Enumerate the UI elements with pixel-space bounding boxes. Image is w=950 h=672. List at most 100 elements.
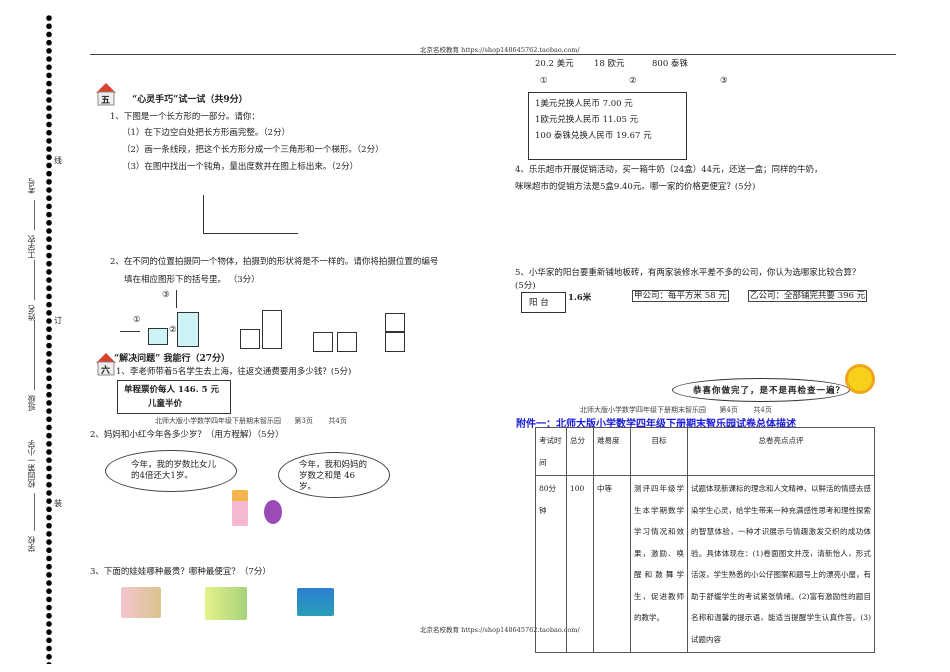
binding-ding: 订 — [54, 316, 62, 325]
small-cube — [148, 328, 168, 345]
footer-title: 北师大版小学数学四年级下册期末智乐园 — [580, 406, 706, 414]
school-blank — [34, 493, 35, 531]
header-time: 考试时间 — [535, 427, 567, 476]
tall-box — [177, 312, 199, 347]
section6-title: “解决问题” 我能行（27分） — [114, 354, 231, 364]
footer-page: 第3页 — [294, 417, 313, 425]
footer-page: 第4页 — [719, 406, 738, 414]
school-name: 校园第一小学 — [27, 440, 36, 488]
q4-text: 4、乐乐超市开展促销活动，买一箱牛奶（24盒）44元，还送一盒；同样的牛奶， — [515, 165, 823, 175]
rate-usd: 1美元兑换人民币 7.00 元 — [535, 99, 633, 109]
ticket-price: 单程票价每人 146. 5 元 — [124, 385, 219, 395]
q1-text: 1、下图是一个长方形的一部分。请你： — [110, 112, 260, 122]
doll-3-image — [297, 588, 334, 616]
position-1-label: ① — [133, 315, 141, 325]
q2-text: 2、在不同的位置拍摄同一个物体，拍摄到的形状将是不一样的。请你将拍摄位置的编号 — [110, 257, 439, 267]
page4-footer: 北师大版小学数学四年级下册期末智乐园 第4页 共4页 — [580, 405, 772, 415]
mother-cartoon — [232, 490, 248, 526]
arrow-down-icon — [176, 290, 177, 308]
footer-total: 共4页 — [753, 406, 772, 414]
company-a: 甲公司：每平方米 58 元 — [632, 290, 729, 302]
exam-no-blank — [34, 200, 35, 230]
cell-difficulty: 中等 — [593, 475, 631, 653]
q2-text-cont: 填在相应图形下的括号里。 （3分） — [124, 275, 260, 285]
footer-title: 北师大版小学数学四年级下册期末智乐园 — [155, 417, 281, 425]
position-3-label: ③ — [162, 290, 170, 300]
rate-thb: 100 泰铢兑换人民币 19.67 元 — [535, 131, 652, 141]
cell-score: 100 — [566, 475, 594, 653]
section-number: 六 — [101, 366, 111, 376]
extra-label: 工学农 — [27, 235, 36, 259]
view-a-square — [240, 329, 260, 349]
header-site: 北京名校教育 https://shop148645762.taobao.com/ — [420, 46, 580, 54]
price-usd: 20.2 美元 — [535, 59, 574, 69]
balcony-width: 1.6米 — [568, 293, 592, 303]
summary-table: 考试时间 总分 难易度 目标 总卷亮点点评 80分钟 100 中等 测评四年级学… — [535, 427, 875, 653]
speech-bubble: 恭喜你做完了，是不是再检查一遍？ — [672, 378, 850, 402]
cell-review: 试题体现新课标的理念和人文精神，以鲜活的情感去感染学生心灵，给学生带来一种充满感… — [687, 475, 875, 653]
name-blank — [34, 260, 35, 300]
q1-part1: （1）在下边空白处把长方形画完整。（2分） — [122, 128, 291, 138]
section5-title: “心灵手巧”试一试（共9分） — [132, 95, 248, 105]
class-blank — [34, 320, 35, 390]
daughter-thought-cloud: 今年，我和妈妈的岁数之和是 46 岁。 — [278, 452, 390, 498]
price-eur: 18 欧元 — [594, 59, 625, 69]
mother-thought: 今年，我的岁数比女儿的4倍还大1岁。 — [131, 460, 217, 481]
header-rule — [90, 54, 896, 55]
balcony-label: 阳 台 — [529, 298, 549, 308]
view-c-top — [385, 313, 405, 333]
class-label: 班级 — [27, 395, 36, 411]
house-icon: 五 — [95, 82, 117, 106]
header-score: 总分 — [566, 427, 594, 476]
binding-zhuang: 装 — [54, 499, 62, 508]
view-b-left — [313, 332, 333, 352]
price-thb: 800 泰铢 — [652, 59, 688, 69]
view-a-tall — [262, 310, 282, 349]
daughter-thought: 今年，我和妈妈的岁数之和是 46 岁。 — [299, 460, 368, 492]
appendix-title: 附件一：北师大版小学数学四年级下册期末智乐园试卷总体描述 — [516, 419, 796, 430]
label-2: ② — [629, 76, 637, 86]
binding-dotted-line — [45, 14, 53, 664]
header-review: 总卷亮点点评 — [687, 427, 875, 476]
partial-rectangle — [203, 195, 298, 234]
binding-xian: 线 — [54, 156, 62, 165]
label-3: ③ — [720, 76, 728, 86]
flower-mascot-icon — [848, 367, 872, 391]
exam-no-label: 考号 — [27, 178, 36, 194]
bubble-text: 恭喜你做完了，是不是再检查一遍？ — [693, 386, 846, 396]
child-discount: 儿童半价 — [148, 399, 183, 409]
house-icon: 六 — [95, 352, 117, 376]
exchange-rate-box: 1美元兑换人民币 7.00 元 1欧元兑换人民币 11.05 元 100 泰铢兑… — [528, 92, 687, 160]
arrow-right-icon — [120, 331, 140, 332]
name-label: 姓名 — [27, 305, 36, 321]
q1-part3: （3）在图中找出一个钝角，量出度数并在图上标出来。（2分） — [122, 162, 359, 172]
s6-q1-text: 1、李老师带着5名学生去上海，往返交通费要用多少钱？(5分) — [116, 367, 352, 377]
header-goal: 目标 — [630, 427, 688, 476]
q1-part2: （2）画一条线段，把这个长方形分成一个三角形和一个梯形。（2分） — [122, 145, 384, 155]
footer-total: 共4页 — [328, 417, 347, 425]
page3-footer: 北师大版小学数学四年级下册期末智乐园 第3页 共4页 — [155, 416, 347, 426]
girl-cartoon — [264, 500, 282, 524]
s6-q3-text: 3、下面的娃娃哪种最贵？哪种最便宜？（7分） — [90, 567, 271, 577]
company-b: 乙公司：全部铺完共要 396 元 — [748, 290, 868, 302]
label-1: ① — [540, 76, 548, 86]
q5-score: (5分) — [515, 281, 536, 291]
q5-text: 5、小华家的阳台要重新铺地板砖，有两家装修水平差不多的公司，你认为选哪家比较合算… — [515, 268, 861, 278]
section-number: 五 — [101, 96, 111, 106]
cell-goal: 测评四年级学生本学期数学学习情况和效果，激励、唤醒和鼓舞学生，促进教师的教学。 — [630, 475, 688, 653]
ticket-price-box: 单程票价每人 146. 5 元 儿童半价 — [117, 380, 231, 414]
doll-2-image — [205, 587, 247, 620]
cell-time: 80分钟 — [535, 475, 567, 653]
view-c-bottom — [385, 331, 405, 352]
footer-site: 北京名校教育 https://shop148645762.taobao.com/ — [420, 626, 580, 634]
balcony-box: 阳 台 — [521, 292, 566, 313]
header-difficulty: 难易度 — [593, 427, 631, 476]
view-b-right — [337, 332, 357, 352]
table-header-row: 考试时间 总分 难易度 目标 总卷亮点点评 — [535, 427, 875, 476]
table-row: 80分钟 100 中等 测评四年级学生本学期数学学习情况和效果，激励、唤醒和鼓舞… — [535, 475, 875, 653]
school-label: 学校 — [27, 536, 36, 552]
q4-text-cont: 咪咪超市的促销方法是5盒9.40元。哪一家的价格更便宜？(5分) — [515, 182, 756, 192]
position-2-label: ② — [169, 325, 177, 335]
doll-1-image — [121, 587, 161, 618]
mother-thought-cloud: 今年，我的岁数比女儿的4倍还大1岁。 — [105, 450, 237, 492]
